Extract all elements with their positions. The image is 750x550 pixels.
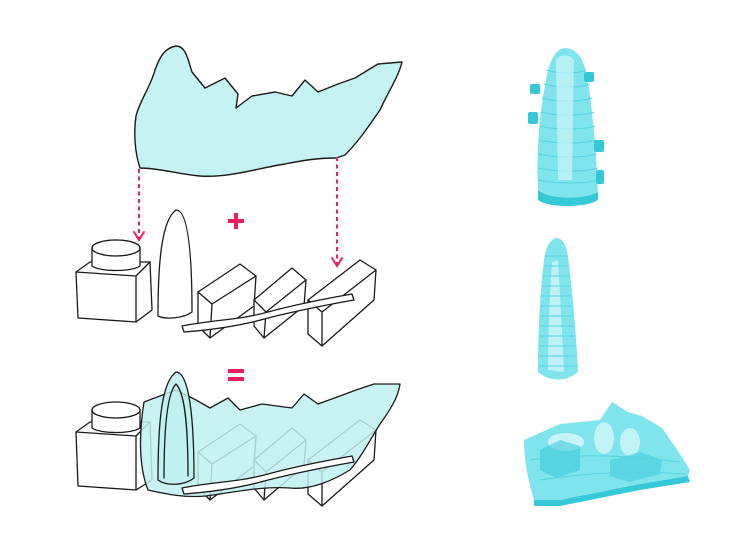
- tapered-tower-icon: [538, 238, 578, 380]
- tower-model-icon: [528, 48, 604, 206]
- arrow-down-icon: [331, 157, 343, 268]
- plus-symbol: [228, 213, 244, 229]
- arrow-left: [133, 169, 145, 242]
- landscape-shape: [134, 45, 403, 177]
- landscape-model-icon: [524, 402, 690, 506]
- building-blocks: [75, 209, 377, 347]
- equals-symbol: [228, 369, 244, 381]
- combined-result: [75, 371, 401, 507]
